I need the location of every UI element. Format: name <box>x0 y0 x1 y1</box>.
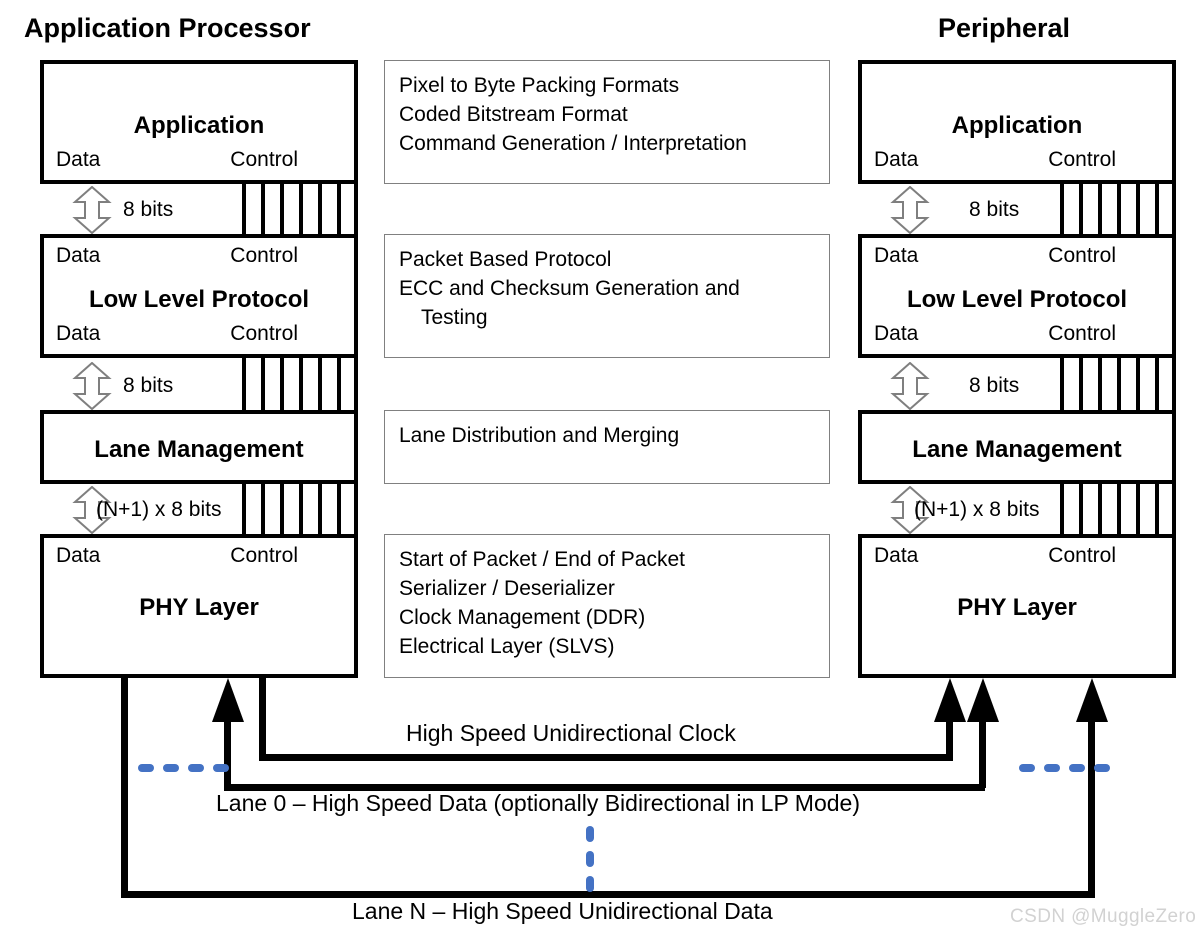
laneN-link-arrowhead <box>1076 678 1108 722</box>
port-control-in: Control <box>230 544 298 567</box>
column-title-peripheral: Peripheral <box>938 13 1071 43</box>
block-label: Low Level Protocol <box>88 286 310 313</box>
clock-link-label: High Speed Unidirectional Clock <box>406 720 736 746</box>
block-phy-layer-right[interactable]: Data Control PHY Layer <box>858 534 1176 678</box>
port-data-out: Data <box>56 322 101 345</box>
block-application-right[interactable]: Application Data Control <box>858 60 1176 184</box>
description-line: Command Generation / Interpretation <box>399 132 747 155</box>
lane0-link-segment-horizontal <box>224 784 985 791</box>
description-line: Pixel to Byte Packing Formats <box>399 74 680 97</box>
data-bus-arrow-app-to-llp <box>890 186 930 234</box>
lane0-link-label: Lane 0 – High Speed Data (optionally Bid… <box>216 790 860 816</box>
clock-link-segment-vertical-left <box>259 676 266 761</box>
block-application-left[interactable]: Application Data Control <box>40 60 358 184</box>
lane0-link-segment-vertical-left <box>224 700 231 788</box>
block-label: PHY Layer <box>139 594 259 621</box>
block-label: PHY Layer <box>957 594 1077 621</box>
port-control-in: Control <box>230 244 298 267</box>
block-lane-management-left[interactable]: Lane Management <box>40 410 358 484</box>
description-low-level-protocol: Packet Based Protocol ECC and Checksum G… <box>384 234 830 358</box>
port-control-out: Control <box>230 322 298 345</box>
bitwidth-label-llp-to-lane: 8 bits <box>969 374 1020 397</box>
description-line: ECC and Checksum Generation and <box>399 277 740 300</box>
data-bus-arrow-lane-to-phy <box>890 486 930 534</box>
block-label: Application <box>133 112 265 139</box>
block-lane-management-right[interactable]: Lane Management <box>858 410 1176 484</box>
block-low-level-protocol-right[interactable]: Data Control Low Level Protocol Data Con… <box>858 234 1176 358</box>
description-line: Serializer / Deserializer <box>399 577 615 600</box>
data-bus-arrow-llp-to-lane <box>72 362 112 410</box>
block-label: Lane Management <box>94 436 304 463</box>
description-line: Lane Distribution and Merging <box>399 424 680 447</box>
lane-ellipsis-right-icon <box>1019 764 1110 772</box>
control-bus-llp-to-lane <box>242 358 358 410</box>
data-bus-arrow-lane-to-phy <box>72 486 112 534</box>
bitwidth-label-llp-to-lane: 8 bits <box>123 374 174 397</box>
bitwidth-label-lane-to-phy: (N+1) x 8 bits <box>914 498 1040 521</box>
control-bus-llp-to-lane <box>1060 358 1176 410</box>
port-data-out: Data <box>56 148 101 171</box>
lane0-link-arrowhead-right <box>967 678 999 722</box>
column-title-application-processor: Application Processor <box>24 13 311 43</box>
port-data-in: Data <box>56 244 101 267</box>
clock-link-segment-horizontal <box>259 754 953 761</box>
control-bus-app-to-llp <box>1060 184 1176 234</box>
data-bus-arrow-app-to-llp <box>72 186 112 234</box>
block-low-level-protocol-left[interactable]: Data Control Low Level Protocol Data Con… <box>40 234 358 358</box>
port-control-out: Control <box>1048 148 1116 171</box>
port-data-in: Data <box>874 244 919 267</box>
bitwidth-label-app-to-llp: 8 bits <box>123 198 174 221</box>
laneN-link-segment-vertical-left <box>121 676 128 898</box>
description-line: Clock Management (DDR) <box>399 606 646 629</box>
data-bus-arrow-llp-to-lane <box>890 362 930 410</box>
block-label: Application <box>951 112 1083 139</box>
laneN-link-label: Lane N – High Speed Unidirectional Data <box>352 898 773 924</box>
block-label: Low Level Protocol <box>906 286 1128 313</box>
port-data-in: Data <box>874 544 919 567</box>
bitwidth-label-lane-to-phy: (N+1) x 8 bits <box>96 498 222 521</box>
description-line: Packet Based Protocol <box>399 248 612 271</box>
port-control-out: Control <box>1048 322 1116 345</box>
port-data-in: Data <box>56 544 101 567</box>
description-line: Coded Bitstream Format <box>399 103 628 126</box>
description-line: Electrical Layer (SLVS) <box>399 635 615 658</box>
port-control-in: Control <box>1048 244 1116 267</box>
block-phy-layer-left[interactable]: Data Control PHY Layer <box>40 534 358 678</box>
block-label: Lane Management <box>912 436 1122 463</box>
lane-ellipsis-vertical-icon <box>586 826 594 892</box>
lane-ellipsis-left-icon <box>138 764 229 772</box>
description-line: Start of Packet / End of Packet <box>399 548 685 571</box>
description-lane-management: Lane Distribution and Merging <box>384 410 830 484</box>
control-bus-app-to-llp <box>242 184 358 234</box>
control-bus-lane-to-phy <box>242 484 358 534</box>
bitwidth-label-app-to-llp: 8 bits <box>969 198 1020 221</box>
clock-link-segment-vertical-right <box>946 700 953 758</box>
lane0-link-segment-vertical-right <box>979 700 986 788</box>
clock-link-arrowhead <box>934 678 966 722</box>
description-application: Pixel to Byte Packing Formats Coded Bits… <box>384 60 830 184</box>
control-bus-lane-to-phy <box>1060 484 1176 534</box>
port-control-out: Control <box>230 148 298 171</box>
laneN-link-segment-vertical-right <box>1088 700 1095 895</box>
laneN-link-segment-horizontal <box>121 891 1095 898</box>
port-data-out: Data <box>874 322 919 345</box>
port-control-in: Control <box>1048 544 1116 567</box>
description-phy-layer: Start of Packet / End of Packet Serializ… <box>384 534 830 678</box>
port-data-out: Data <box>874 148 919 171</box>
description-line: Testing <box>421 306 488 329</box>
watermark-label: CSDN @MuggleZero <box>1010 906 1197 927</box>
